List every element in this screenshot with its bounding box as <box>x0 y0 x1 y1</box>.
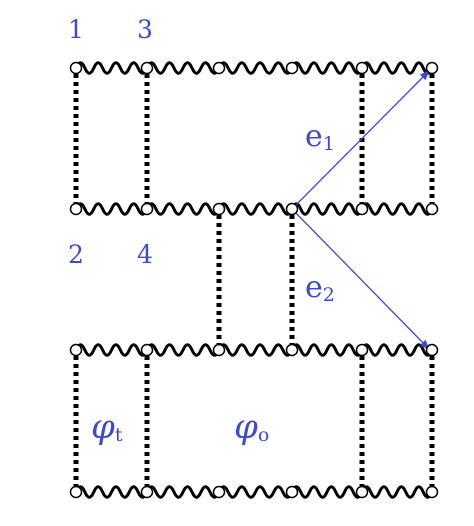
spring-chain1-seg3 <box>217 61 294 75</box>
node-label-1: 1 <box>68 15 84 44</box>
spring-chain4-seg2 <box>145 485 221 499</box>
node-circle-icon-c4-n6 <box>425 485 439 499</box>
spring-chain2-seg2 <box>145 202 221 216</box>
node-circle-icon-c4-n1 <box>69 485 83 499</box>
spring-chain1-seg2 <box>145 61 221 75</box>
spring-chain4-seg5 <box>360 485 434 499</box>
node-circle-icon-c1-n6 <box>425 61 439 75</box>
spring-chain4-seg3 <box>217 485 294 499</box>
text-labels: 1 3 2 4 e1 e2 φt φo <box>68 15 335 447</box>
spring-chain3-seg4 <box>290 343 364 357</box>
node-circle-icon-c2-n5 <box>355 202 369 216</box>
node-label-3: 3 <box>137 15 153 44</box>
e2-vector-arrow <box>291 208 430 350</box>
node-circle-icon-c3-n2 <box>140 343 154 357</box>
e2-subscript: 2 <box>323 284 335 306</box>
node-circle-icon-c3-n6 <box>425 343 439 357</box>
e1-vector-arrow <box>291 70 430 210</box>
node-circle-icon-c2-n4 <box>285 202 299 216</box>
spring-chain4-seg4 <box>290 485 364 499</box>
phi-t-subscript: t <box>115 424 123 446</box>
node-label-2: 2 <box>68 240 84 269</box>
node-circle-icon-c3-n3 <box>212 343 226 357</box>
spring-chain1-seg5 <box>360 61 434 75</box>
spring-chain3-seg1 <box>74 343 149 357</box>
node-circle-icon-c2-n3 <box>212 202 226 216</box>
spring-chain3-seg2 <box>145 343 221 357</box>
phi-o-main: φ <box>234 407 258 447</box>
node-circle-icon-c4-n2 <box>140 485 154 499</box>
spring-chain1-seg1 <box>74 61 149 75</box>
node-circle-icon-c2-n1 <box>69 202 83 216</box>
spring-chain4-seg1 <box>74 485 149 499</box>
phi-t-main: φ <box>91 407 115 447</box>
node-circle-icon-c1-n4 <box>285 61 299 75</box>
e2-vector-label: e2 <box>305 270 335 306</box>
spring-chain2-seg5 <box>360 202 434 216</box>
phi-o-subscript: o <box>258 424 269 446</box>
phi-t-label: φt <box>91 407 123 447</box>
spring-chain2-seg4 <box>290 202 364 216</box>
spring-chain3-seg3 <box>217 343 294 357</box>
phi-o-label: φo <box>234 407 269 447</box>
node-circle-icon-c2-n2 <box>140 202 154 216</box>
node-circle-icon-c1-n3 <box>212 61 226 75</box>
node-circle-icon-c1-n1 <box>69 61 83 75</box>
node-circle-icon-c3-n5 <box>355 343 369 357</box>
node-circle-icon-c3-n4 <box>285 343 299 357</box>
spring-chain2-seg3 <box>217 202 294 216</box>
node-label-4: 4 <box>137 240 153 269</box>
e1-main: e <box>305 119 323 154</box>
spring-chain1-seg4 <box>290 61 364 75</box>
node-circle-icon-c4-n3 <box>212 485 226 499</box>
node-circles <box>69 61 439 499</box>
node-circle-icon-c4-n5 <box>355 485 369 499</box>
spring-chain3-seg5 <box>360 343 434 357</box>
spring-chains <box>74 61 434 499</box>
vectors <box>291 70 430 350</box>
node-circle-icon-c4-n4 <box>285 485 299 499</box>
e1-vector-label: e1 <box>305 119 335 155</box>
e1-subscript: 1 <box>323 133 335 155</box>
e2-main: e <box>305 270 323 305</box>
node-circle-icon-c3-n1 <box>69 343 83 357</box>
node-circle-icon-c1-n5 <box>355 61 369 75</box>
node-circle-icon-c2-n6 <box>425 202 439 216</box>
node-circle-icon-c1-n2 <box>140 61 154 75</box>
spring-chain2-seg1 <box>74 202 149 216</box>
